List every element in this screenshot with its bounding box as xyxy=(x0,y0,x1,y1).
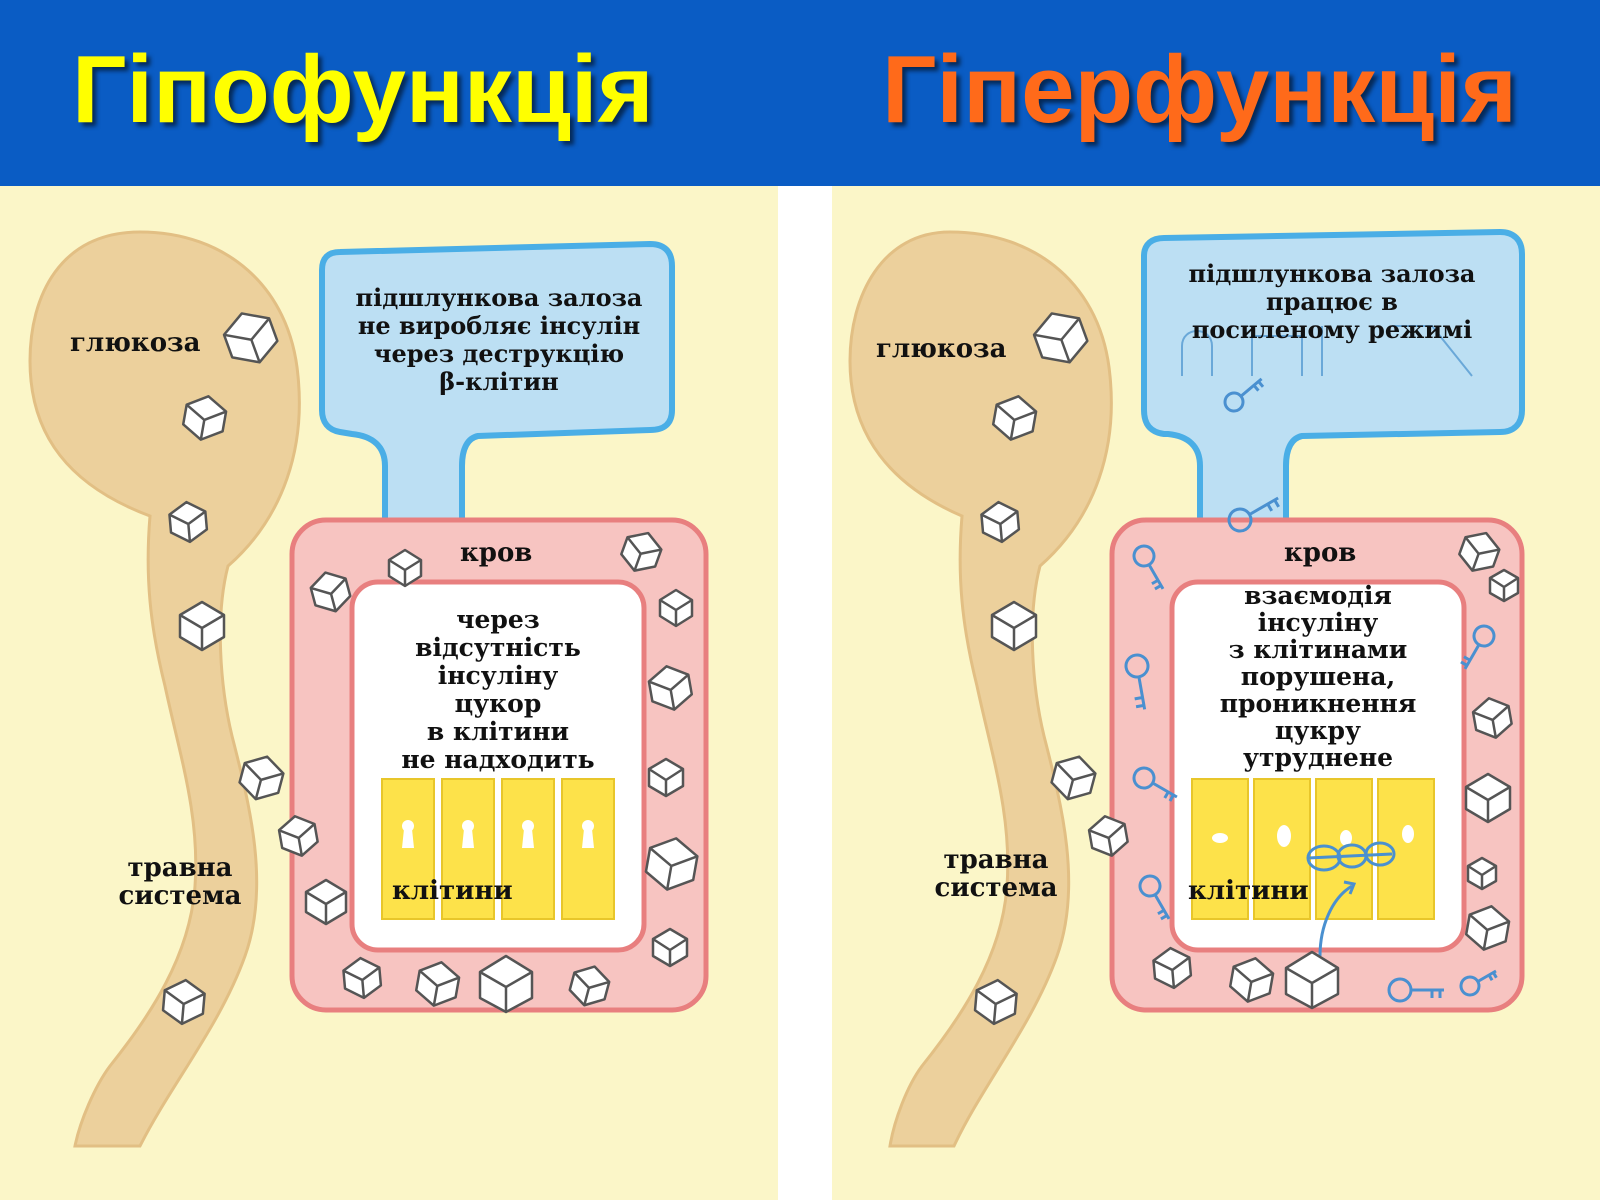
digestive-tract xyxy=(28,230,301,1148)
sugar-cube-icon xyxy=(238,755,285,801)
key-icon xyxy=(1460,624,1496,670)
pancreas-text: підшлункова залоза працює в посиленому р… xyxy=(1188,259,1476,344)
hypofunction-diagram xyxy=(0,186,778,1200)
cells-row xyxy=(381,778,615,920)
key-icon xyxy=(1138,874,1171,921)
sugar-cube-icon xyxy=(647,757,685,798)
keyholes xyxy=(402,820,594,848)
cell xyxy=(1191,778,1249,920)
digestive-tract xyxy=(848,230,1113,1148)
sugar-cube-icon xyxy=(1464,772,1512,824)
cell xyxy=(1253,778,1311,920)
sugar-cube-icon xyxy=(991,395,1038,441)
blood-label: кров xyxy=(1284,538,1357,568)
sugar-cube-icon xyxy=(1228,957,1275,1003)
sugar-cube-icon xyxy=(178,600,226,652)
cell xyxy=(501,778,555,920)
digestive-label: травна система xyxy=(934,845,1058,903)
title-bar: Гіпофункція Гіперфункція xyxy=(0,0,1600,186)
arrow xyxy=(1318,884,1353,957)
title-hyperfunction: Гіперфункція xyxy=(882,36,1517,143)
sugar-cube-icon xyxy=(1284,950,1340,1010)
sugar-cubes xyxy=(161,312,699,1026)
sugar-cube-icon xyxy=(644,837,699,891)
cell-text: через відсутність інсуліну цукор в кліти… xyxy=(401,605,595,774)
title-hypofunction: Гіпофункція xyxy=(72,36,654,143)
cell xyxy=(441,778,495,920)
cell xyxy=(561,778,615,920)
cells-label: клітини xyxy=(1188,876,1309,906)
tangled-keys xyxy=(1306,841,1396,872)
sugar-cube-icon xyxy=(414,961,461,1007)
sugar-cube-icon xyxy=(181,395,228,441)
key-icon xyxy=(1124,653,1150,710)
sugar-cube-icon xyxy=(990,600,1038,652)
sugar-cube-icon xyxy=(478,954,534,1014)
sugar-cube-icon xyxy=(1471,697,1513,739)
sugar-cube-icon xyxy=(1488,568,1520,603)
sugar-cubes xyxy=(973,312,1520,1026)
hyperfunction-diagram xyxy=(832,186,1600,1200)
sugar-cube-icon xyxy=(620,531,663,572)
sugar-cube-icon xyxy=(651,927,689,968)
key-icon xyxy=(1132,544,1165,591)
key-icon xyxy=(1132,766,1178,802)
sugar-cube-icon xyxy=(1458,531,1501,572)
key-icon xyxy=(1223,377,1265,413)
cells-label: клітини xyxy=(392,876,513,906)
sugar-cube-icon xyxy=(980,500,1021,544)
sugar-cube-icon xyxy=(387,548,423,588)
sugar-cube-icon xyxy=(1032,312,1089,364)
glucose-label: глюкоза xyxy=(876,334,1007,364)
sugar-cube-icon xyxy=(1152,946,1193,990)
keyhole-icon xyxy=(1277,825,1291,847)
insulin-keys xyxy=(1124,377,1498,1003)
sugar-cube-icon xyxy=(277,815,319,857)
cell-text: взаємодія інсуліну з клітинами порушена,… xyxy=(1219,581,1417,772)
key-icon xyxy=(1387,977,1444,1003)
sugar-cube-icon xyxy=(304,878,348,926)
keyhole-icon xyxy=(582,820,594,848)
key-icon xyxy=(1227,496,1280,533)
sugar-cube-icon xyxy=(568,965,611,1007)
keyhole-icon xyxy=(522,820,534,848)
cell xyxy=(1377,778,1435,920)
sugar-cube-icon xyxy=(222,312,279,364)
keyhole-icon xyxy=(1212,833,1228,843)
glucose-label: глюкоза xyxy=(70,328,201,358)
keyhole-icon xyxy=(462,820,474,848)
deformed-keyholes xyxy=(1212,825,1414,847)
sugar-cube-icon xyxy=(161,978,206,1026)
panel-hyperfunction: глюкоза підшлункова залоза працює в поси… xyxy=(832,186,1600,1200)
sugar-cube-icon xyxy=(309,571,352,613)
digestive-label: травна система xyxy=(118,853,242,911)
panel-hypofunction: глюкоза підшлункова залоза не виробляє і… xyxy=(0,186,778,1200)
pancreas-text: підшлункова залоза не виробляє інсулін ч… xyxy=(355,283,643,396)
keyhole-icon xyxy=(1402,825,1414,843)
sugar-cube-icon xyxy=(342,956,383,1000)
sugar-cube-icon xyxy=(1087,815,1129,857)
sugar-cube-icon xyxy=(1464,905,1511,951)
sugar-cube-icon xyxy=(647,665,694,711)
sugar-cube-icon xyxy=(973,978,1018,1026)
cells-row xyxy=(1191,778,1435,920)
keyhole-icon xyxy=(1340,830,1352,846)
sugar-cube-icon xyxy=(1466,856,1498,891)
sugar-cube-icon xyxy=(658,588,694,628)
keyhole-icon xyxy=(402,820,414,848)
cell xyxy=(381,778,435,920)
blood-label: кров xyxy=(460,538,533,568)
key-icon xyxy=(1459,969,1498,997)
sugar-cube-icon xyxy=(168,500,209,544)
factory-sketch xyxy=(1181,325,1473,377)
sugar-cube-icon xyxy=(1050,755,1097,801)
